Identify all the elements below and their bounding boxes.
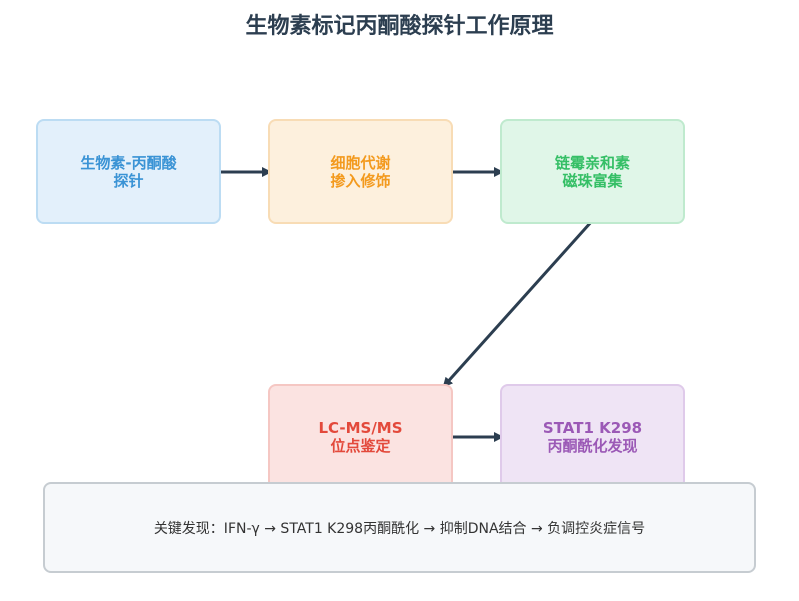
step-biotin-pyruvate-probe: 生物素-丙酮酸 探针 (36, 119, 221, 224)
step-1-line-2: 探针 (113, 171, 144, 190)
step-4-line-2: 位点鉴定 (330, 436, 391, 455)
step-1-line-1: 生物素-丙酮酸 (80, 153, 177, 172)
step-stat1-pyruvylation-discovery: STAT1 K298 丙酮酰化发现 (500, 384, 685, 489)
key-finding-box: 关键发现：IFN-γ → STAT1 K298丙酮酰化 → 抑制DNA结合 → … (43, 482, 756, 573)
step-lc-ms-site-identification: LC-MS/MS 位点鉴定 (268, 384, 453, 489)
step-2-line-1: 细胞代谢 (330, 153, 391, 172)
step-streptavidin-enrichment: 链霉亲和素 磁珠富集 (500, 119, 685, 224)
step-metabolic-incorporation: 细胞代谢 掺入修饰 (268, 119, 453, 224)
diagram-title: 生物素标记丙酮酸探针工作原理 (245, 14, 554, 39)
arrow-3-to-4 (442, 219, 594, 388)
key-finding-text: 关键发现：IFN-γ → STAT1 K298丙酮酰化 → 抑制DNA结合 → … (153, 520, 646, 537)
step-5-line-2: 丙酮酰化发现 (547, 436, 638, 455)
step-2-line-2: 掺入修饰 (330, 171, 391, 190)
step-3-line-1: 链霉亲和素 (554, 153, 630, 172)
step-3-line-2: 磁珠富集 (562, 171, 623, 190)
step-4-line-1: LC-MS/MS (318, 418, 403, 437)
step-5-line-1: STAT1 K298 (542, 418, 643, 437)
